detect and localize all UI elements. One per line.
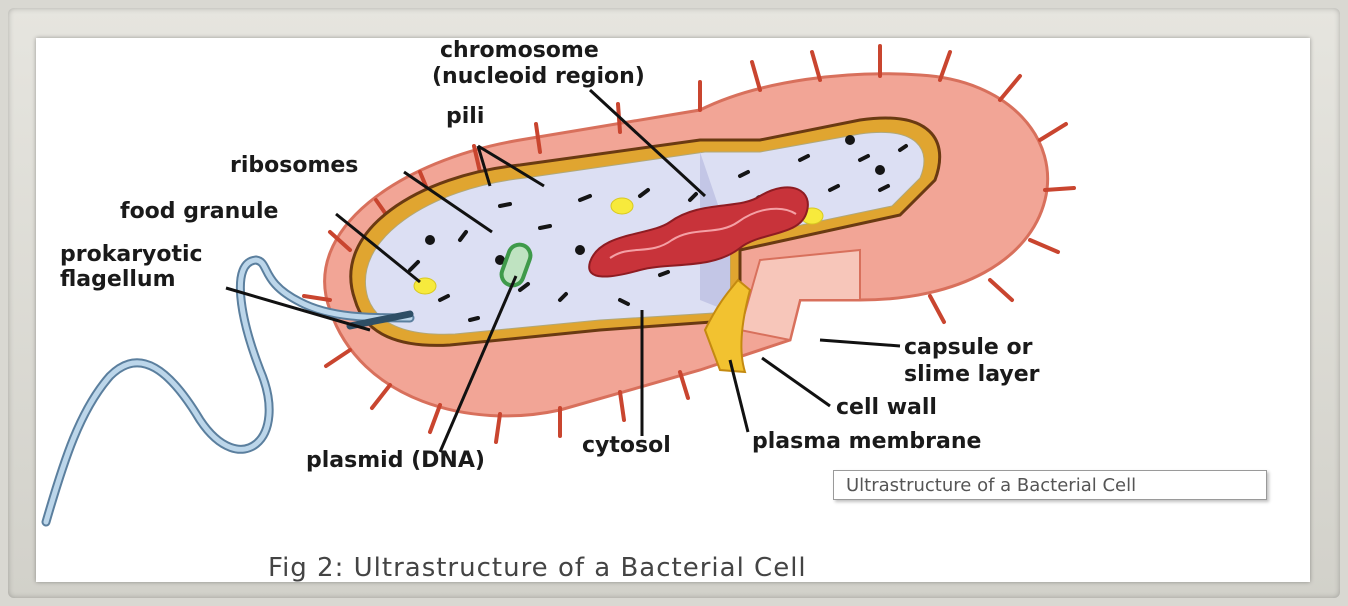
label-cytosol: cytosol: [582, 433, 671, 458]
label-cell-wall: cell wall: [836, 395, 937, 420]
label-food-granule: food granule: [120, 199, 278, 224]
image-tooltip: Ultrastructure of a Bacterial Cell: [833, 470, 1267, 500]
label-prokaryotic: prokaryotic: [60, 242, 203, 267]
label-slime-layer: slime layer: [904, 362, 1040, 387]
label-chromosome: chromosome: [440, 38, 599, 63]
figure-caption: Fig 2: Ultrastructure of a Bacterial Cel…: [268, 553, 807, 583]
label-plasmid: plasmid (DNA): [306, 448, 485, 473]
label-plasma-membrane: plasma membrane: [752, 429, 981, 454]
label-ribosomes: ribosomes: [230, 153, 358, 178]
label-nucleoid-region: (nucleoid region): [432, 64, 645, 89]
label-flagellum: flagellum: [60, 267, 176, 292]
label-pili: pili: [446, 104, 484, 129]
label-capsule: capsule or: [904, 335, 1033, 360]
